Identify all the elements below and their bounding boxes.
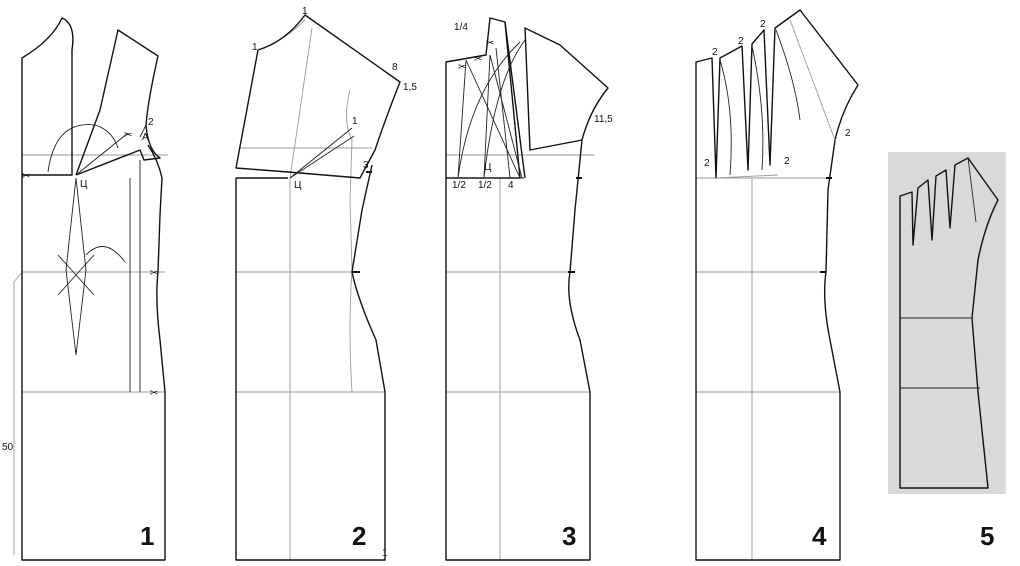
p4-label-2-c: 2	[760, 19, 766, 30]
p1-label-c: Ц	[80, 179, 88, 190]
p2-body-outline	[235, 164, 386, 561]
p2-label-1-left: 1	[252, 42, 258, 53]
p1-scissor-3: ✂	[150, 268, 158, 279]
p1-rotated-yoke	[75, 29, 161, 176]
p3-sleeve-piece	[524, 27, 609, 151]
p1-label-50: 50	[2, 442, 14, 453]
panel-5: 5	[888, 152, 1006, 551]
p1-arc-upper	[47, 124, 119, 173]
p4-outline	[695, 9, 859, 561]
panel-1: ✂ ✂ ✂ ✂ 2 А Ц 50 1	[2, 17, 168, 561]
p3-scissor-3: ✂	[486, 38, 494, 49]
p1-length-measure-top	[13, 271, 23, 283]
panel-3: 1/4 ✂ ✂ ✂ Ц 1/2 1/2 4 11,5 3	[445, 17, 613, 561]
p3-scissor-1: ✂	[458, 62, 466, 73]
p3-label-half-b: 1/2	[478, 180, 492, 191]
p3-cut-lines	[457, 39, 526, 179]
p4-dart-curves	[719, 29, 801, 176]
p2-label-c: Ц	[294, 180, 302, 191]
p2-label-1-bottom: 1	[382, 548, 388, 559]
panel-2-number: 2	[352, 521, 366, 551]
p3-label-c: Ц	[484, 162, 492, 173]
p5-guide	[967, 157, 977, 223]
p3-label-4: 4	[508, 180, 514, 191]
p1-label-2: 2	[148, 117, 154, 128]
panel-4-number: 4	[812, 521, 827, 551]
p3-label-half-a: 1/2	[452, 180, 466, 191]
panel-2: 1 1 8 1,5 1 3 Ц 1 2	[235, 6, 417, 561]
p4-label-2-e: 2	[704, 158, 710, 169]
p2-label-8: 8	[392, 62, 398, 73]
p5-outline	[899, 157, 999, 489]
p1-arc-lower	[85, 246, 126, 263]
p1-arrow-line	[75, 132, 129, 176]
p1-dart	[65, 177, 87, 356]
p3-label-115: 11,5	[594, 114, 613, 125]
p3-body-outline	[445, 21, 591, 561]
p1-scissor-4: ✂	[150, 388, 158, 399]
p1-outline	[21, 17, 74, 176]
p2-armhole-guide	[346, 89, 353, 393]
panel-1-number: 1	[140, 521, 154, 551]
p3-label-quarter: 1/4	[454, 22, 468, 33]
panel-5-number: 5	[980, 521, 994, 551]
p2-guide-up	[289, 27, 313, 179]
p2-label-3: 3	[363, 160, 369, 171]
p4-label-2-a: 2	[712, 47, 718, 58]
p1-leader	[139, 124, 147, 138]
p4-label-2-b: 2	[738, 36, 744, 47]
p1-scissor-2: ✂	[124, 130, 132, 141]
p2-label-15: 1,5	[403, 82, 417, 93]
p5-background	[888, 152, 1006, 494]
p2-label-1-mid: 1	[352, 116, 358, 127]
p4-yoke-guide	[715, 19, 836, 179]
p4-label-2-f: 2	[784, 156, 790, 167]
p2-label-1-top: 1	[302, 6, 308, 17]
p1-front-body	[21, 144, 166, 561]
p1-label-a: А	[142, 132, 149, 143]
p1-scissor-1: ✂	[22, 171, 30, 182]
p3-scissor-2: ✂	[474, 54, 482, 65]
p2-dart-b	[289, 135, 355, 179]
panel-3-number: 3	[562, 521, 576, 551]
panel-4: 2 2 2 2 2 2 4	[695, 9, 859, 561]
p1-cross-b	[57, 254, 95, 296]
p2-dart-a	[289, 127, 353, 179]
p4-label-2-d: 2	[845, 128, 851, 139]
p2-yoke-outline	[235, 14, 401, 179]
